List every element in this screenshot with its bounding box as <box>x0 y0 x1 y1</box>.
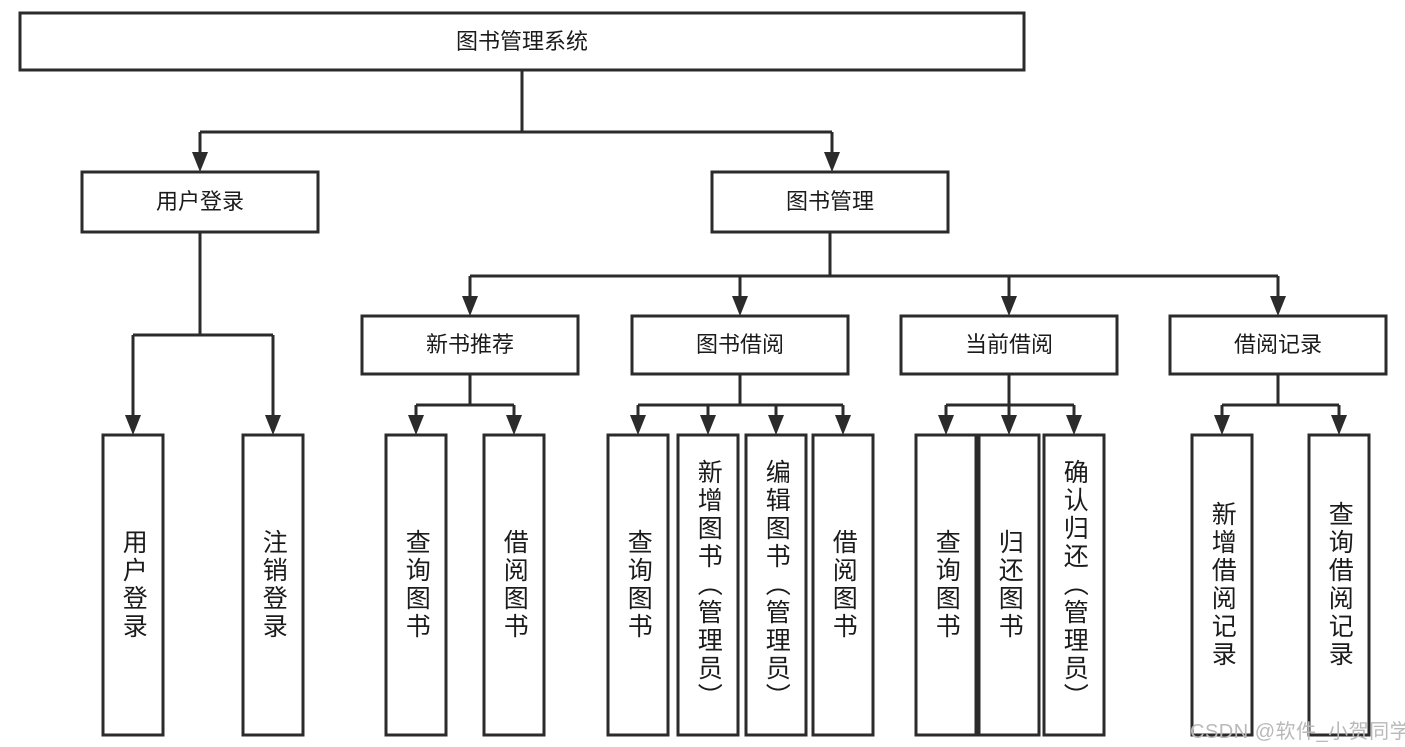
leaf-box-add-borrow-record[interactable] <box>1190 433 1254 737</box>
node-new-book-recommend-label: 新书推荐 <box>426 332 514 357</box>
connector-borrow-record-to-leaves <box>1214 374 1347 435</box>
node-borrow-record[interactable]: 借阅记录 <box>1168 314 1388 376</box>
leaf-box-borrow-book[interactable] <box>811 433 875 737</box>
node-current-borrow-label: 当前借阅 <box>965 332 1053 357</box>
leaf-box-add-book-admin[interactable] <box>676 433 740 737</box>
node-root[interactable]: 图书管理系统 <box>18 11 1026 72</box>
connector-user-login-to-leaves <box>125 232 281 435</box>
node-user-login-label: 用户登录 <box>156 189 244 214</box>
leaf-box-user-login[interactable] <box>101 433 165 737</box>
leaf-box-return-book[interactable] <box>977 433 1041 737</box>
node-current-borrow-box[interactable] <box>899 314 1119 376</box>
leaf-box-edit-book-admin[interactable] <box>744 433 808 737</box>
node-book-borrow-label: 图书借阅 <box>696 332 784 357</box>
connector-current-borrow-to-leaves <box>938 374 1082 435</box>
node-borrow-record-label: 借阅记录 <box>1234 332 1322 357</box>
leaf-box-query-book-recommend[interactable] <box>384 433 448 737</box>
leaf-box-confirm-return-admin[interactable] <box>1042 433 1106 737</box>
leaf-box-logout[interactable] <box>241 433 305 737</box>
csdn-watermark: CSDN @软件_小贺同学 <box>1190 721 1405 743</box>
node-book-borrow[interactable]: 图书借阅 <box>630 314 850 376</box>
connector-root-to-level2 <box>192 70 840 172</box>
node-new-book-recommend[interactable]: 新书推荐 <box>360 314 580 376</box>
node-user-login-box[interactable] <box>80 170 320 234</box>
connector-book-management-to-level3 <box>462 232 1286 316</box>
connector-book-borrow-to-leaves <box>630 374 851 435</box>
node-current-borrow[interactable]: 当前借阅 <box>899 314 1119 376</box>
node-root-box[interactable] <box>18 11 1026 72</box>
node-new-book-recommend-box[interactable] <box>360 314 580 376</box>
leaf-box-query-borrow-record[interactable] <box>1307 433 1371 737</box>
connector-new-book-recommend-to-leaves <box>408 374 522 435</box>
leaf-box-query-book-borrow[interactable] <box>606 433 670 737</box>
leaf-box-query-book-current[interactable] <box>914 433 978 737</box>
node-user-login[interactable]: 用户登录 <box>80 170 320 234</box>
node-book-management-label: 图书管理 <box>786 189 874 214</box>
node-book-management[interactable]: 图书管理 <box>710 170 950 234</box>
node-root-label: 图书管理系统 <box>456 29 588 54</box>
leaf-box-borrow-book-recommend[interactable] <box>482 433 546 737</box>
